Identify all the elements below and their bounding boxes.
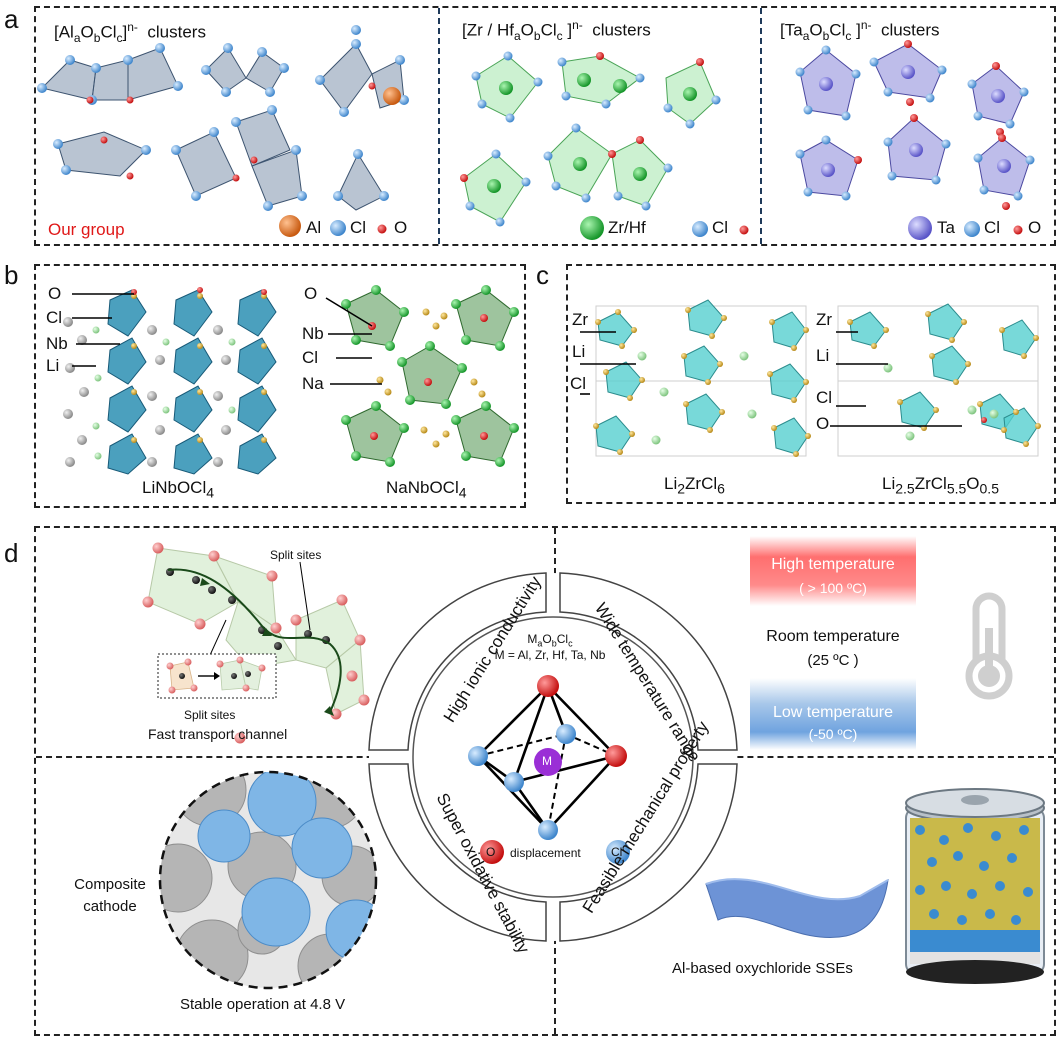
b-left-label-o: O <box>48 284 62 303</box>
c-right-label-cl: Cl <box>816 388 833 407</box>
low-temp-band <box>750 678 916 750</box>
center-formula: MaObClc <box>527 632 573 649</box>
cl-legend-label-ta: Cl <box>984 218 1001 237</box>
al-cluster-title: [AlaObClc]n- clusters <box>54 20 206 46</box>
composite-label: Composite <box>74 876 146 893</box>
room-temp-label: Room temperature <box>766 628 900 645</box>
split-sites-top-label: Split sites <box>270 548 322 562</box>
cathode-label: cathode <box>83 898 137 915</box>
ta-legend-icon <box>908 216 932 240</box>
zrhf-legend-icon <box>580 216 604 240</box>
cl-marker-icon <box>606 840 630 864</box>
c-left-label-zr: Zr <box>572 310 589 329</box>
b-left-label-cl: Cl <box>46 308 63 327</box>
ta-cluster-title: [TaaObClc ]n- clusters <box>780 18 940 44</box>
li25zrcl55o05-name: Li2.5ZrCl5.5O0.5 <box>882 474 999 497</box>
c-right-label-li: Li <box>816 346 830 365</box>
o-legend-icon <box>377 224 387 234</box>
low-temp-value: (-50 ºC) <box>808 726 858 742</box>
fast-transport-channel-label: Fast transport channel <box>148 726 288 742</box>
panel-b-box <box>34 264 526 508</box>
panel-letter-a: a <box>4 4 19 34</box>
c-left-label-cl: Cl <box>570 374 587 393</box>
zr-cluster-title: [Zr / HfaObClc ]n- clusters <box>462 18 651 44</box>
panel-a-box <box>34 6 1056 246</box>
thermometer-icon <box>965 592 1013 700</box>
high-temp-band <box>750 536 916 606</box>
stable-operation-label: Stable operation at 4.8 V <box>180 996 346 1013</box>
cl-legend-label-zr: Cl <box>712 218 729 237</box>
split-sites-bottom-label: Split sites <box>184 708 236 722</box>
al-legend-label: Al <box>306 218 322 237</box>
ta-legend-label: Ta <box>937 218 955 237</box>
high-temp-label: High temperature <box>771 556 895 573</box>
room-temp-value: (25 ºC ) <box>807 652 859 669</box>
c-right-label-o: O <box>816 414 830 433</box>
nanbocl4-name: NaNbOCl4 <box>386 478 467 501</box>
o-legend-icon-ta <box>1013 225 1023 235</box>
o-marker-icon <box>480 840 504 864</box>
linbocl4-name: LiNbOCl4 <box>142 478 215 501</box>
o-legend-label-ta: O <box>1028 218 1042 237</box>
c-right-label-zr: Zr <box>816 310 833 329</box>
cl-marker-label: Cl <box>611 845 623 859</box>
c-left-label-li: Li <box>572 342 586 361</box>
b-left-label-nb: Nb <box>46 334 68 353</box>
panel-letter-b: b <box>4 260 19 290</box>
o-legend-label: O <box>394 218 408 237</box>
our-group-label: Our group <box>48 220 125 239</box>
panel-a-divider-2 <box>760 8 762 244</box>
high-temp-value: ( > 100 ºC) <box>799 580 867 596</box>
cl-legend-icon-zr <box>692 221 708 237</box>
b-left-label-li: Li <box>46 356 60 375</box>
al-legend-icon <box>279 215 301 237</box>
center-m-list: M = Al, Zr, Hf, Ta, Nb <box>494 648 606 662</box>
low-temp-label: Low temperature <box>772 704 894 721</box>
zrhf-legend-label: Zr/Hf <box>608 218 646 237</box>
li2zrcl6-name: Li2ZrCl6 <box>664 474 725 497</box>
al-based-sses-label: Al-based oxychloride SSEs <box>672 960 853 977</box>
panel-letter-d: d <box>4 538 19 568</box>
panel-a-divider-1 <box>438 8 440 244</box>
displacement-label: displacement <box>510 846 581 860</box>
battery-jar-icon <box>905 788 1045 984</box>
b-right-label-nb: Nb <box>302 324 324 343</box>
center-m-label: M <box>542 754 552 768</box>
o-legend-icon-zr <box>739 225 749 235</box>
b-right-label-na: Na <box>302 374 324 393</box>
o-marker-label: O <box>486 845 496 859</box>
cl-legend-label: Cl <box>350 218 367 237</box>
panel-c-box <box>566 264 1056 504</box>
panel-letter-c: c <box>536 260 549 290</box>
cl-legend-icon <box>330 220 346 236</box>
cl-legend-icon-ta <box>964 221 980 237</box>
b-right-label-o: O <box>304 284 318 303</box>
b-right-label-cl: Cl <box>302 348 319 367</box>
panel-d-box <box>34 526 1056 1036</box>
